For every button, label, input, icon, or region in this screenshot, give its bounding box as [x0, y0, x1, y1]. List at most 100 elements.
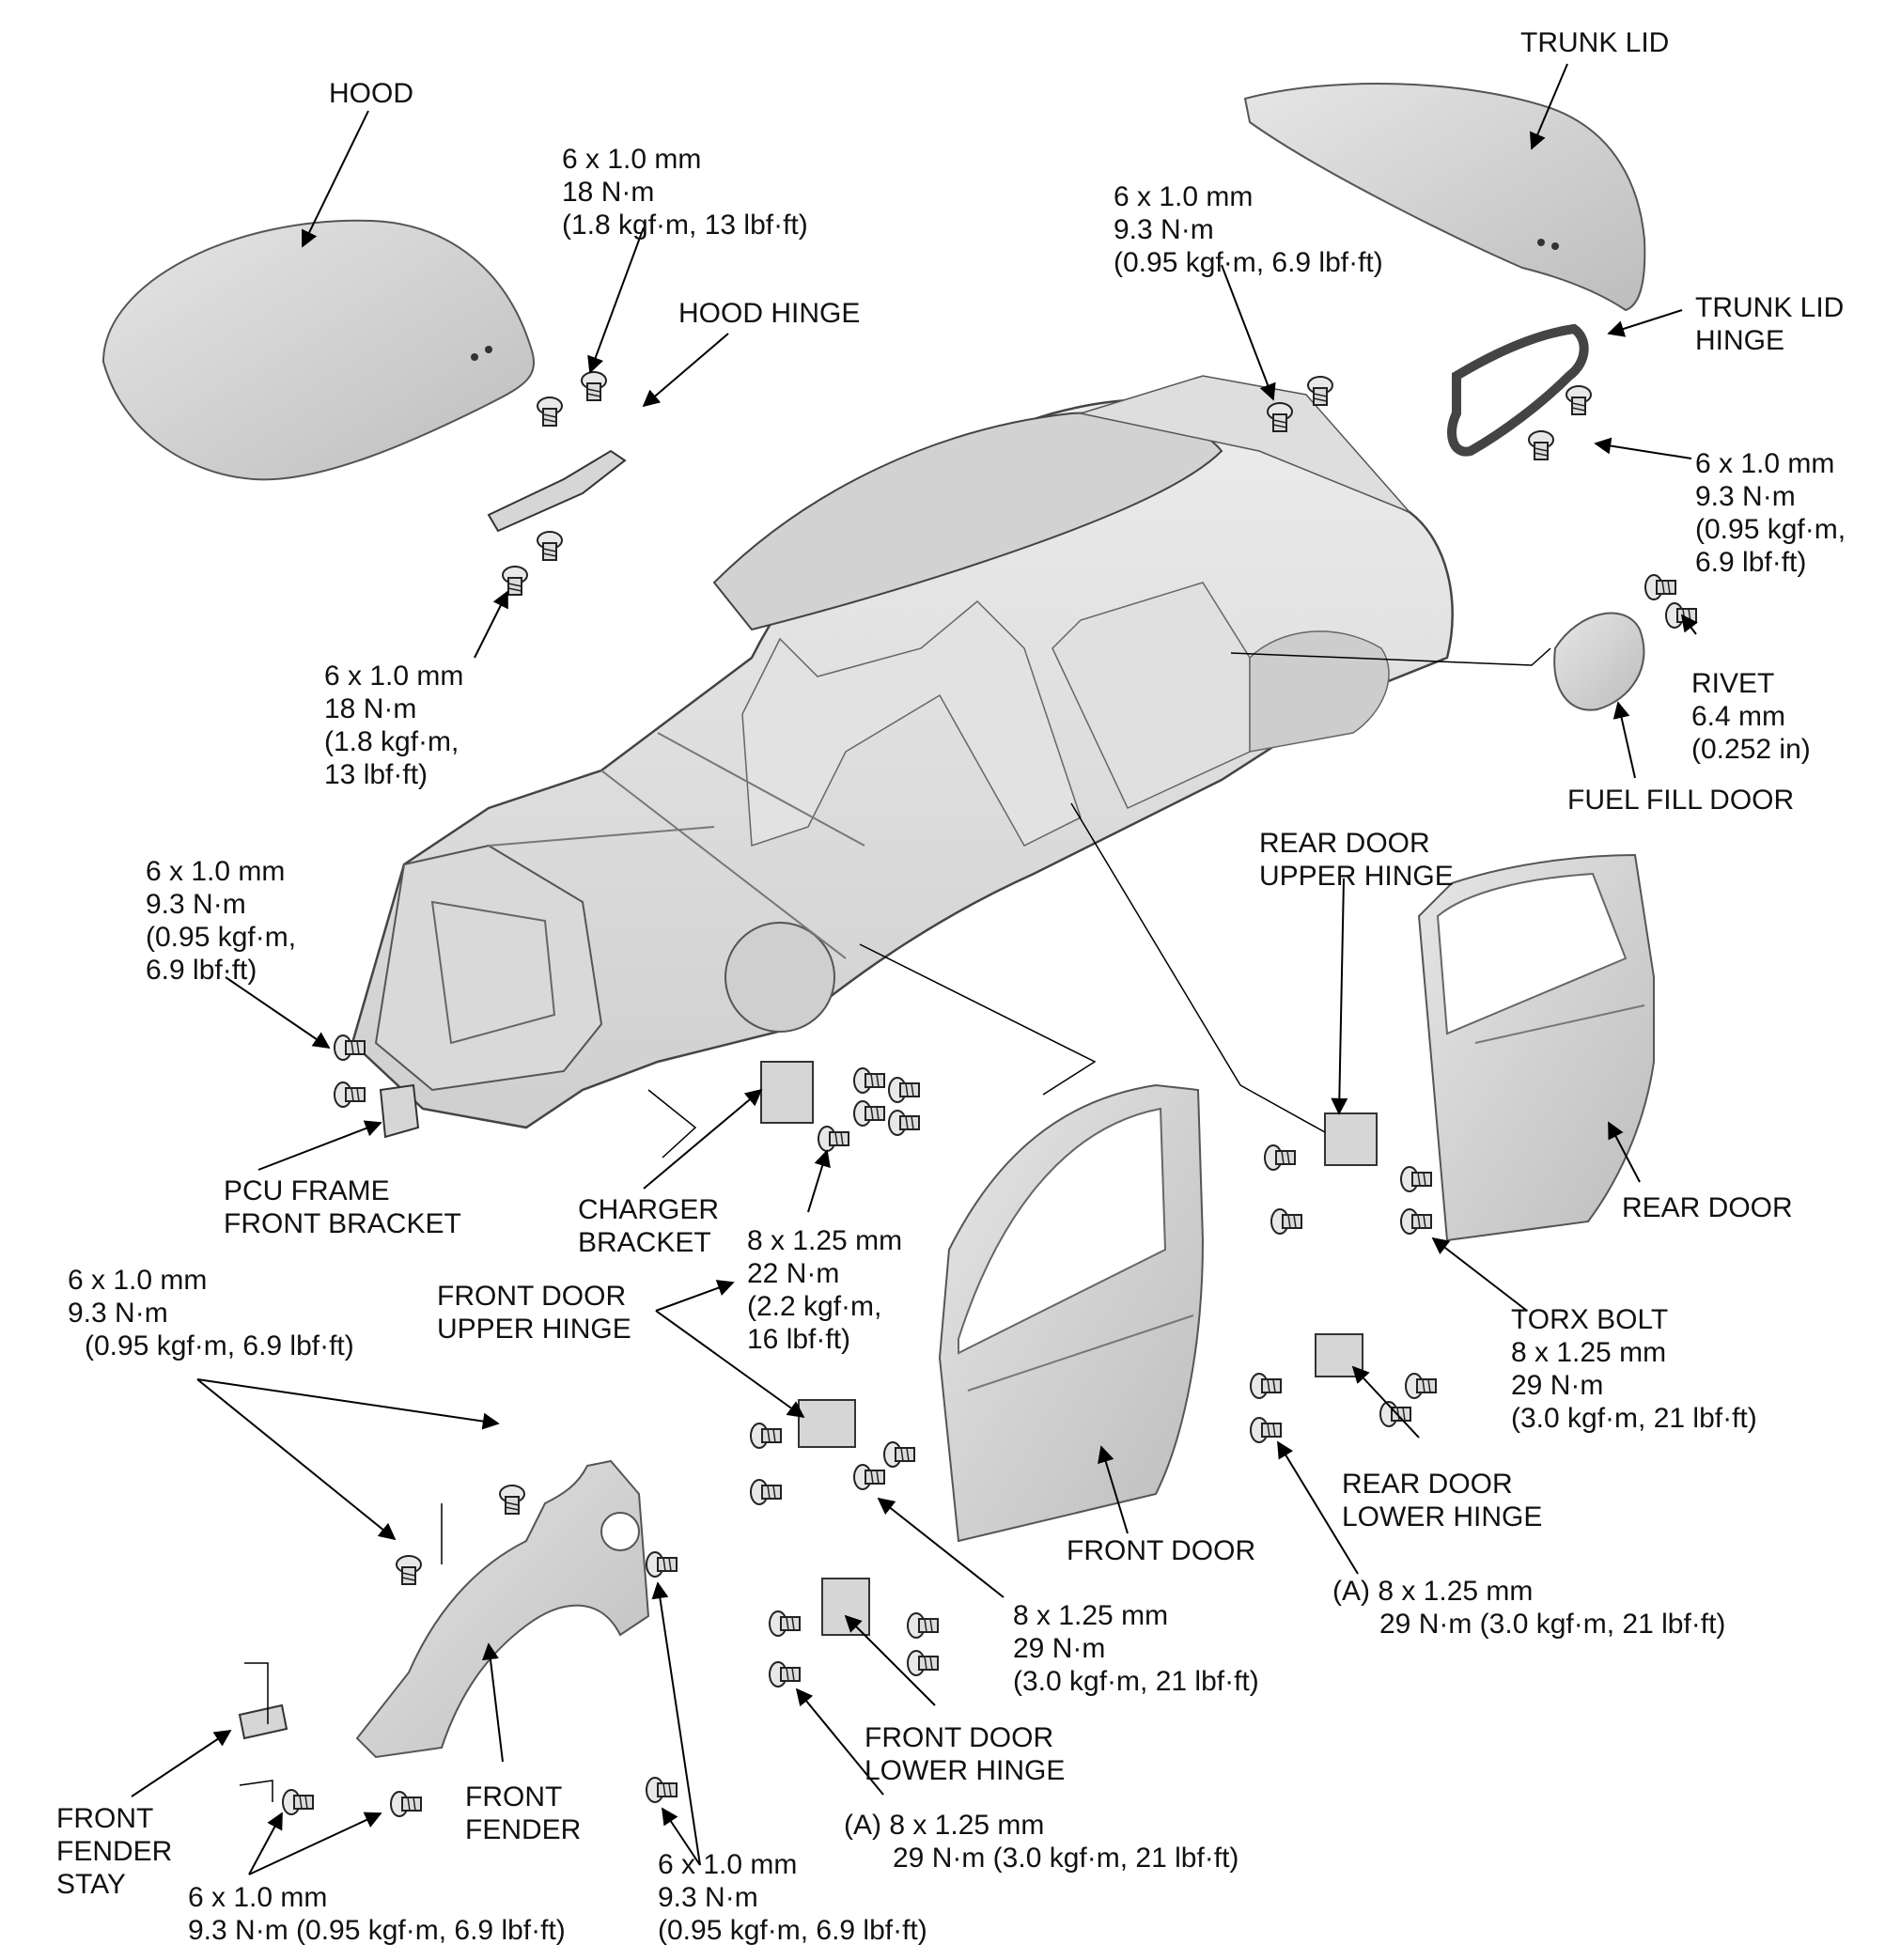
rear-door-lower-hinge-label: REAR DOOR LOWER HINGE: [1342, 1468, 1542, 1533]
label-line: LOWER HINGE: [865, 1755, 1066, 1786]
label-line: FRONT DOOR: [437, 1281, 627, 1312]
hood-bolt-lower-spec: 6 x 1.0 mm 18 N·m (1.8 kgf·m, 13 lbf·ft): [324, 660, 463, 791]
label-line: PCU FRAME: [224, 1175, 390, 1206]
label-line: STAY: [56, 1869, 126, 1900]
leader-lines: [131, 63, 1698, 1875]
label-line: HOOD HINGE: [678, 298, 861, 329]
spec-line: 6.9 lbf·ft): [146, 955, 257, 986]
spec-line: (0.252 in): [1691, 734, 1811, 765]
spec-line: 9.3 N·m: [1695, 481, 1796, 512]
front-door-upper-hinge-part: [798, 1399, 856, 1448]
label-line: REAR DOOR: [1342, 1469, 1513, 1500]
trunk-bolt-top-spec: 6 x 1.0 mm 9.3 N·m (0.95 kgf·m, 6.9 lbf·…: [1114, 180, 1383, 279]
label-line: HINGE: [1695, 325, 1785, 356]
spec-line: 9.3 N·m: [1114, 214, 1214, 245]
label-line: FRONT: [56, 1803, 154, 1834]
front-fender-stay-label: FRONT FENDER STAY: [56, 1802, 172, 1901]
spec-line: 9.3 N·m (0.95 kgf·m, 6.9 lbf·ft): [188, 1915, 566, 1946]
charger-bolt-spec: 8 x 1.25 mm 22 N·m (2.2 kgf·m, 16 lbf·ft…: [747, 1224, 902, 1356]
hood-panel: [101, 219, 535, 481]
front-door-lower-hinge-part: [821, 1578, 870, 1636]
rear-door-upper-hinge-label: REAR DOOR UPPER HINGE: [1259, 827, 1454, 893]
hood-label-line: HOOD: [329, 78, 413, 109]
label-line: TRUNK LID: [1520, 27, 1670, 58]
label-line: UPPER HINGE: [437, 1314, 631, 1345]
pcu-frame-front-bracket-part: [379, 1083, 420, 1139]
spec-line: 29 N·m: [1013, 1633, 1106, 1664]
label-line: LOWER HINGE: [1342, 1501, 1543, 1532]
spec-line: 6.9 lbf·ft): [1695, 547, 1807, 578]
charger-bracket-part: [760, 1061, 814, 1124]
front-door-upper-hinge-label: FRONT DOOR UPPER HINGE: [437, 1280, 631, 1346]
label-line: FRONT BRACKET: [224, 1208, 461, 1239]
spec-line: (0.95 kgf·m,: [146, 922, 297, 953]
hood-bolt-top-spec: 6 x 1.0 mm 18 N·m (1.8 kgf·m, 13 lbf·ft): [562, 143, 808, 241]
spec-line: 8 x 1.25 mm: [1013, 1600, 1169, 1631]
hood-hinge-part: [487, 449, 627, 533]
rear-door-upper-hinge-part: [1324, 1112, 1378, 1166]
pcu-bracket-label: PCU FRAME FRONT BRACKET: [224, 1174, 461, 1240]
spec-line: 6 x 1.0 mm: [1114, 181, 1254, 212]
spec-line: 18 N·m: [324, 693, 417, 724]
rear-door-panel: [1417, 853, 1655, 1242]
front-door-lower-hinge-label: FRONT DOOR LOWER HINGE: [865, 1721, 1065, 1787]
rear-door-label: REAR DOOR: [1622, 1191, 1793, 1224]
spec-line: 9.3 N·m: [146, 889, 246, 920]
spec-line: 16 lbf·ft): [747, 1324, 851, 1355]
spec-line: (A) 8 x 1.25 mm: [844, 1810, 1045, 1841]
front-a-bolt-spec: (A) 8 x 1.25 mm 29 N·m (3.0 kgf·m, 21 lb…: [844, 1809, 1238, 1874]
label-line: REAR DOOR: [1259, 828, 1430, 859]
hood-label: HOOD: [329, 77, 413, 110]
rivet-spec: RIVET 6.4 mm (0.252 in): [1691, 667, 1811, 766]
spec-line: (1.8 kgf·m,: [324, 726, 460, 757]
spec-line: 6 x 1.0 mm: [658, 1849, 798, 1880]
spec-line: (0.95 kgf·m, 6.9 lbf·ft): [658, 1915, 927, 1946]
spec-line: 29 N·m: [1511, 1370, 1604, 1401]
charger-bracket-label: CHARGER BRACKET: [578, 1193, 719, 1259]
trunk-lid-label: TRUNK LID: [1520, 26, 1669, 59]
label-line: CHARGER: [578, 1194, 720, 1225]
trunk-lid-hinge-part: [1447, 323, 1589, 457]
label-line: BRACKET: [578, 1227, 711, 1258]
fender-bolt-top-spec: 6 x 1.0 mm 9.3 N·m (0.95 kgf·m, 6.9 lbf·…: [68, 1264, 354, 1362]
spec-line: 13 lbf·ft): [324, 759, 428, 790]
front-hinge-bolt-spec: 8 x 1.25 mm 29 N·m (3.0 kgf·m, 21 lbf·ft…: [1013, 1599, 1259, 1698]
front-fender-stay-part: [238, 1703, 288, 1740]
label-line: FRONT DOOR: [1067, 1535, 1256, 1566]
spec-line: (0.95 kgf·m, 6.9 lbf·ft): [1114, 247, 1383, 278]
spec-line: 9.3 N·m: [658, 1882, 758, 1913]
front-fender-panel: [355, 1459, 650, 1759]
spec-line: 6 x 1.0 mm: [562, 144, 702, 175]
label-line: FENDER: [465, 1814, 582, 1845]
label-line: UPPER HINGE: [1259, 861, 1454, 892]
label-line: FUEL FILL DOOR: [1567, 785, 1795, 816]
spec-line: 6.4 mm: [1691, 701, 1786, 732]
spec-line: 8 x 1.25 mm: [1511, 1337, 1667, 1368]
label-line: REAR DOOR: [1622, 1192, 1793, 1223]
car-body-shell: [351, 375, 1454, 1129]
spec-line: (3.0 kgf·m, 21 lbf·ft): [1013, 1666, 1259, 1697]
torx-bolt-spec: TORX BOLT 8 x 1.25 mm 29 N·m (3.0 kgf·m,…: [1511, 1303, 1757, 1435]
fender-bolt-bottom-spec: 6 x 1.0 mm 9.3 N·m (0.95 kgf·m, 6.9 lbf·…: [188, 1881, 566, 1947]
front-door-panel: [938, 1083, 1205, 1543]
label-line: FRONT: [465, 1781, 563, 1812]
spec-line: 6 x 1.0 mm: [324, 661, 464, 692]
spec-line: 22 N·m: [747, 1258, 840, 1289]
spec-line: (3.0 kgf·m, 21 lbf·ft): [1511, 1403, 1757, 1434]
spec-line: (1.8 kgf·m, 13 lbf·ft): [562, 210, 808, 241]
spec-line: 29 N·m (3.0 kgf·m, 21 lbf·ft): [893, 1843, 1239, 1874]
spec-line: 18 N·m: [562, 177, 655, 208]
label-line: FRONT DOOR: [865, 1722, 1054, 1753]
label-line: TRUNK LID: [1695, 292, 1845, 323]
spec-line: RIVET: [1691, 668, 1775, 699]
spec-line: 29 N·m (3.0 kgf·m, 21 lbf·ft): [1379, 1609, 1726, 1640]
spec-line: (2.2 kgf·m,: [747, 1291, 882, 1322]
pcu-bolt-spec: 6 x 1.0 mm 9.3 N·m (0.95 kgf·m, 6.9 lbf·…: [146, 855, 296, 987]
spec-line: TORX BOLT: [1511, 1304, 1669, 1335]
spec-line: 9.3 N·m: [68, 1298, 168, 1329]
front-fender-label: FRONT FENDER: [465, 1781, 581, 1846]
spec-line: 6 x 1.0 mm: [188, 1882, 328, 1913]
trunk-hinge-bolt-spec: 6 x 1.0 mm 9.3 N·m (0.95 kgf·m, 6.9 lbf·…: [1695, 447, 1846, 579]
label-line: FENDER: [56, 1836, 173, 1867]
